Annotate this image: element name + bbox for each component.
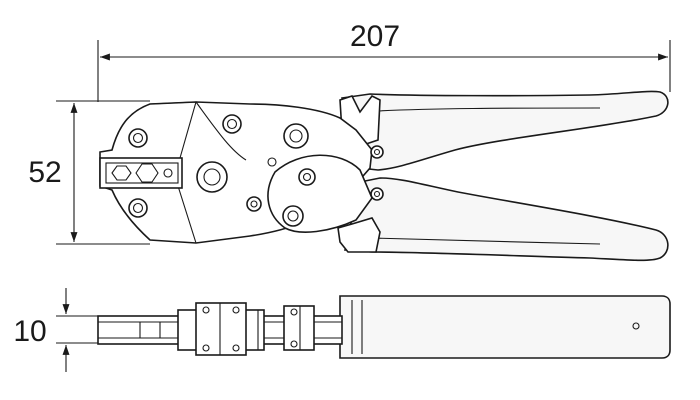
tool-top-view: [97, 295, 671, 359]
height-dimension-label: 52: [28, 156, 61, 189]
thickness-dimension: 10: [13, 288, 98, 372]
pivot-screws: [128, 114, 384, 227]
thickness-dimension-label: 10: [13, 315, 46, 348]
tool-side-view: [99, 90, 669, 262]
height-dimension: 52: [28, 100, 150, 245]
length-dimension-label: 207: [350, 20, 400, 53]
length-dimension: 207: [97, 20, 671, 102]
